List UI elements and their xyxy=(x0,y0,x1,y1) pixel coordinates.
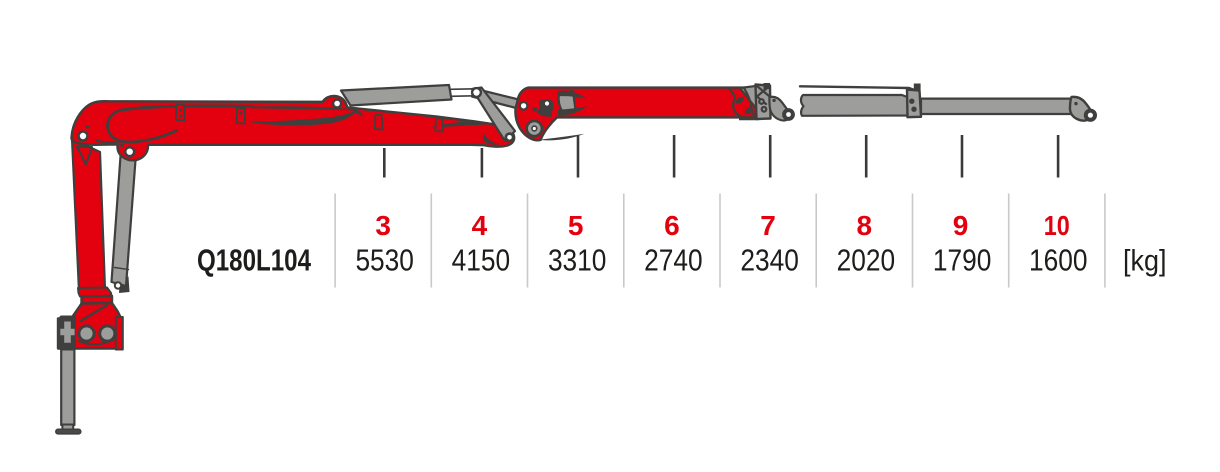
svg-text:5: 5 xyxy=(568,210,584,241)
svg-text:3: 3 xyxy=(375,210,391,241)
svg-text:2020: 2020 xyxy=(837,244,896,278)
svg-text:8: 8 xyxy=(857,210,873,241)
svg-text:[kg]: [kg] xyxy=(1123,245,1167,278)
svg-text:4150: 4150 xyxy=(452,244,511,278)
svg-text:Q180L104: Q180L104 xyxy=(197,243,312,278)
svg-text:2740: 2740 xyxy=(644,244,703,278)
svg-text:3310: 3310 xyxy=(548,244,607,278)
svg-text:6: 6 xyxy=(664,210,680,241)
svg-text:7: 7 xyxy=(760,210,776,241)
svg-text:1790: 1790 xyxy=(933,244,992,278)
svg-text:2340: 2340 xyxy=(740,244,799,278)
svg-text:4: 4 xyxy=(472,210,488,241)
svg-text:9: 9 xyxy=(953,210,969,241)
svg-text:10: 10 xyxy=(1044,210,1070,241)
svg-text:5530: 5530 xyxy=(355,244,414,278)
svg-text:1600: 1600 xyxy=(1029,244,1088,278)
